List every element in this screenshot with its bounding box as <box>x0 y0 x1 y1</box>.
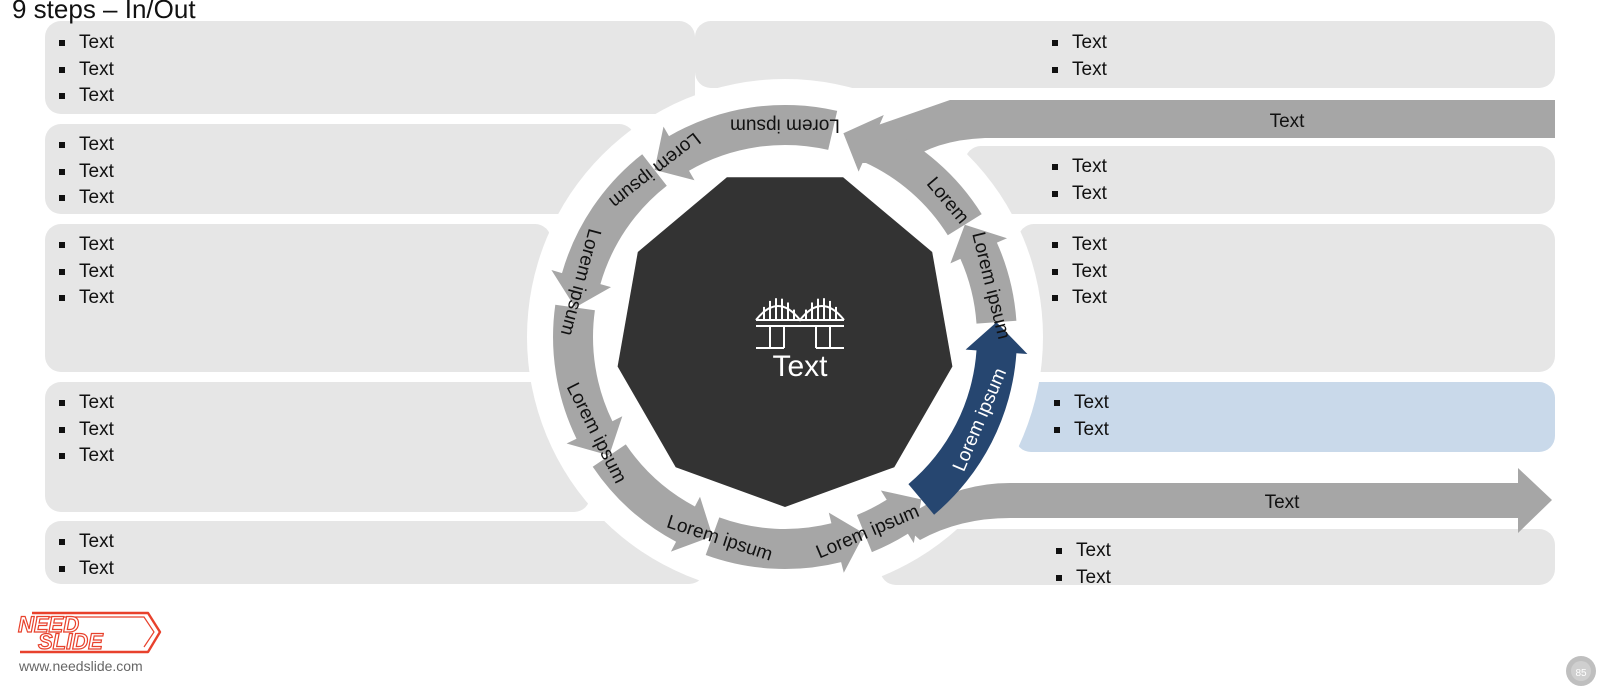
right-panel-2 <box>965 146 1555 214</box>
bullet-item: Text <box>59 232 114 259</box>
cycle-step-arrow-1 <box>654 104 838 181</box>
bullet-item: Text <box>59 57 114 84</box>
bullet-item: Text <box>1052 259 1107 286</box>
brand-url: www.needslide.com <box>19 658 143 674</box>
bridge-icon <box>755 298 845 349</box>
svg-text:NEED: NEED <box>18 612 79 637</box>
bullet-item: Text <box>59 556 114 583</box>
left-panel-2 <box>45 124 635 214</box>
bullet-item: Text <box>59 443 114 470</box>
bullet-item: Text <box>59 390 114 417</box>
bullet-item: Text <box>59 185 114 212</box>
bullet-item: Text <box>59 529 114 556</box>
center-label: Text <box>772 350 828 383</box>
needslide-logo: NEED SLIDE <box>17 611 162 655</box>
bullet-item: Text <box>1052 154 1107 181</box>
cycle-step-arrow-4 <box>592 444 713 552</box>
left-panel-5 <box>45 521 705 584</box>
bullet-item: Text <box>1054 417 1109 444</box>
page-number-badge <box>1566 656 1596 686</box>
cycle-step-arrow-3 <box>553 304 623 456</box>
bullet-item: Text <box>59 285 114 312</box>
cycle-step-label-1: Lorem ipsum <box>730 115 840 136</box>
output-arrow <box>900 468 1552 540</box>
cycle-step-arrow-7 <box>908 322 1028 515</box>
input-arrow <box>855 100 1555 163</box>
bullet-item: Text <box>59 159 114 186</box>
bullet-item: Text <box>1052 57 1107 84</box>
bullet-item: Text <box>59 132 114 159</box>
bullet-item: Text <box>1054 390 1109 417</box>
right-panel-4 <box>1015 382 1555 452</box>
left-panel-3 <box>45 224 551 372</box>
right-panel-3 <box>1018 224 1555 372</box>
bullet-item: Text <box>59 259 114 286</box>
bullet-item: Text <box>59 30 114 57</box>
left-panel-4 <box>45 382 590 512</box>
bullet-item: Text <box>1056 565 1111 592</box>
slide-title: 9 steps – In/Out <box>12 0 196 24</box>
bullet-item: Text <box>1052 285 1107 312</box>
bullet-item: Text <box>1052 232 1107 259</box>
right-panel-1 <box>695 21 1555 88</box>
output-arrow-label: Text <box>1265 492 1301 513</box>
cycle-step-arrow-2 <box>551 154 667 308</box>
right-panel-5 <box>880 529 1555 585</box>
input-arrow-label: Text <box>1270 111 1306 132</box>
svg-text:SLIDE: SLIDE <box>38 629 104 654</box>
bullet-item: Text <box>1056 538 1111 565</box>
cycle-step-arrow-9 <box>843 115 982 236</box>
left-panel-1 <box>45 21 695 114</box>
bullet-item: Text <box>59 417 114 444</box>
bullet-item: Text <box>1052 30 1107 57</box>
page-number: 85 <box>1575 668 1587 679</box>
bullet-item: Text <box>1052 181 1107 208</box>
cycle-step-arrow-6 <box>856 490 922 553</box>
cycle-step-arrow-5 <box>705 512 865 573</box>
cycle-step-arrow-8 <box>950 224 1017 324</box>
bullet-item: Text <box>59 83 114 110</box>
